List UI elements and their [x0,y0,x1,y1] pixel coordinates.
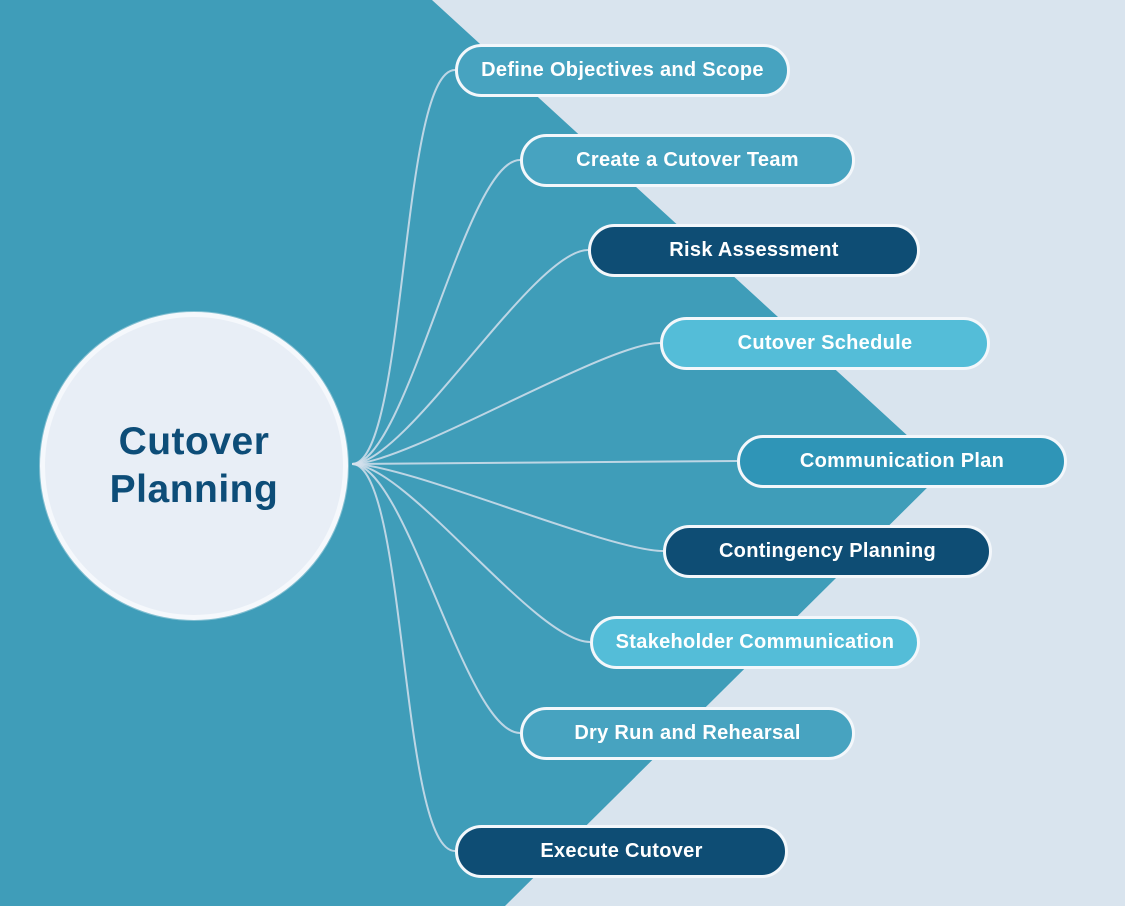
branch-node-label: Risk Assessment [669,239,839,261]
branch-node-label: Execute Cutover [540,840,703,862]
branch-node-define-objectives-and-scope: Define Objectives and Scope [455,44,790,97]
branch-node-contingency-planning: Contingency Planning [663,525,992,578]
branch-node-cutover-schedule: Cutover Schedule [660,317,990,370]
branch-node-dry-run-and-rehearsal: Dry Run and Rehearsal [520,707,855,760]
center-node-label: Cutover Planning [109,420,279,511]
branch-node-label: Define Objectives and Scope [481,59,764,81]
branch-node-label: Communication Plan [799,450,1005,472]
branch-node-label: Contingency Planning [718,540,937,562]
branch-node-label: Stakeholder Communication [615,631,895,653]
branch-node-execute-cutover: Execute Cutover [455,825,788,878]
branch-node-risk-assessment: Risk Assessment [588,224,920,277]
branch-node-create-a-cutover-team: Create a Cutover Team [520,134,855,187]
branch-node-stakeholder-communication: Stakeholder Communication [590,616,920,669]
center-node-cutover-planning: Cutover Planning [40,312,348,620]
branch-node-communication-plan: Communication Plan [737,435,1067,488]
branch-node-label: Cutover Schedule [737,332,913,354]
branch-node-label: Create a Cutover Team [576,149,799,171]
branch-node-label: Dry Run and Rehearsal [574,722,801,744]
